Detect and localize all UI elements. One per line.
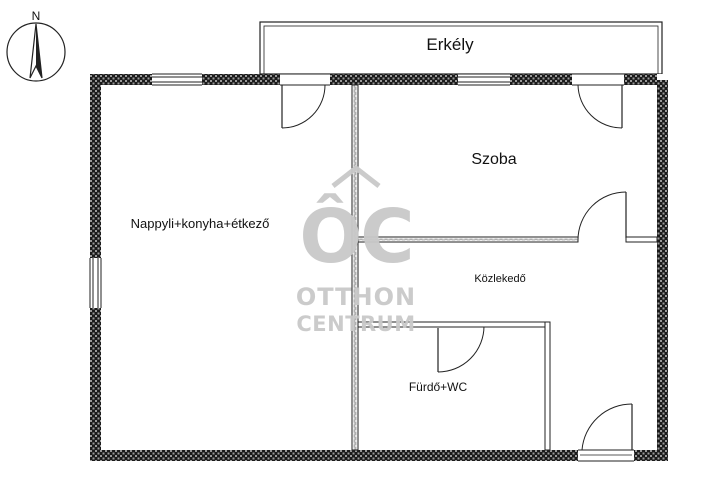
door-bedroom-balcony: [572, 73, 624, 129]
window-living-left: [89, 258, 102, 308]
balcony-label: Erkély: [426, 35, 474, 54]
door-bedroom-hallway: [577, 191, 627, 241]
wall-bathroom-right: [544, 321, 551, 451]
watermark: ÔC OTTHON CENTRUM: [296, 164, 416, 336]
door-living-balcony: [280, 73, 330, 129]
wall-bottom: [90, 450, 668, 461]
compass: N: [6, 9, 66, 82]
door-bathroom: [437, 325, 485, 373]
compass-circle: [6, 22, 66, 82]
compass-north-label: N: [32, 9, 41, 23]
wall-right: [657, 74, 668, 461]
window-living-top: [152, 73, 202, 86]
watermark-roof-icon: [331, 164, 381, 188]
window-balcony-right: [657, 74, 668, 80]
room-label-living: Nappyli+konyha+étkező: [131, 216, 270, 231]
doors: [280, 73, 634, 462]
room-label-bedroom: Szoba: [471, 151, 516, 168]
windows: [89, 73, 668, 308]
compass-needle-fill: [36, 24, 42, 78]
wall-top: [90, 74, 668, 85]
door-entrance: [578, 403, 634, 462]
watermark-line2: CENTRUM: [296, 312, 415, 336]
balcony: Erkély: [259, 21, 663, 75]
window-bedroom-top: [458, 73, 510, 86]
room-label-bathroom: Fürdő+WC: [409, 380, 468, 394]
interior-walls: [351, 84, 658, 451]
room-label-hallway: Közlekedő: [474, 273, 525, 285]
watermark-logo: ÔC: [299, 192, 412, 280]
watermark-line1: OTTHON: [296, 283, 416, 311]
